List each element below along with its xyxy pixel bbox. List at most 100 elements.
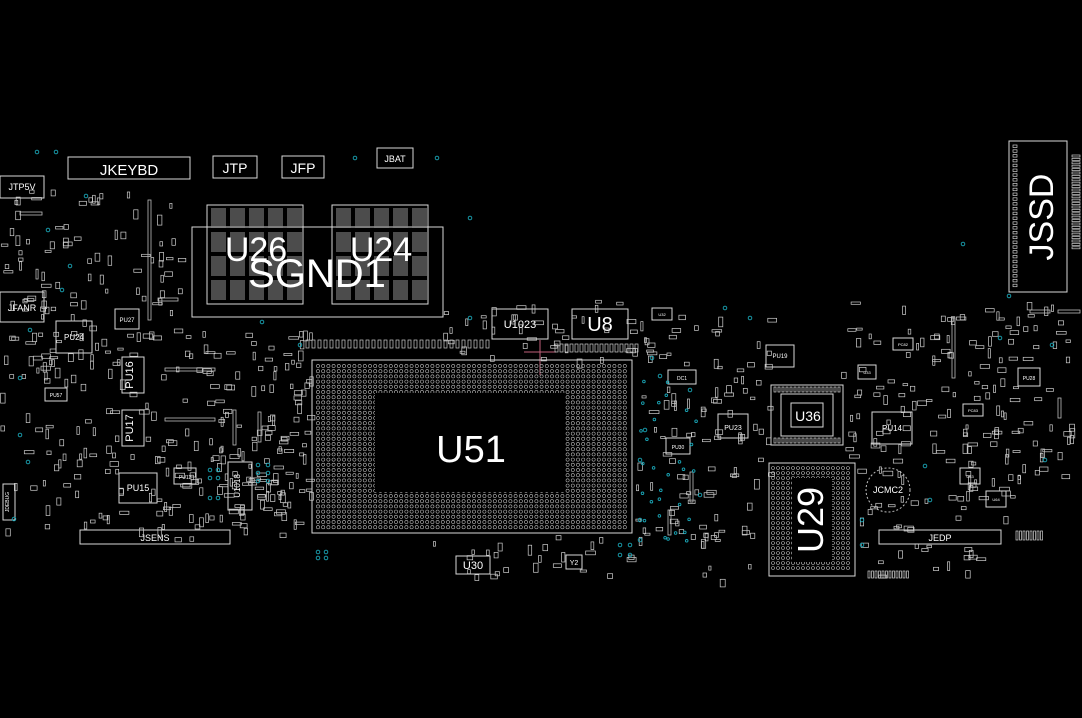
bga-ball [482,364,487,368]
resistor-pad [554,343,559,353]
memory-pad [336,208,351,228]
jdebug-connector[interactable] [2,483,16,521]
passive-part [854,394,862,399]
passive-part [226,384,235,391]
bga-ball [591,520,596,524]
bga-ball [565,426,570,431]
u29-ball [831,466,835,470]
bga-ball [482,509,487,514]
u29-ball [821,466,825,470]
u29-ball [781,556,785,560]
pu30-chip[interactable] [665,437,691,455]
pu27-chip[interactable] [114,308,140,330]
bga-ball [622,488,627,493]
passive-part [766,350,772,356]
passive-part [903,525,914,532]
bga-ball [409,379,414,384]
jsens-connector[interactable] [79,529,231,545]
u24-chip[interactable] [331,204,429,305]
dc1-part[interactable] [667,369,697,385]
passive-part [1058,320,1064,326]
bga-ball [347,468,352,472]
passive-part [979,364,990,369]
bga-ball [373,514,378,519]
bga-ball [529,364,534,368]
bga-ball [576,504,580,509]
passive-part [189,514,194,523]
u26-chip[interactable] [206,204,304,305]
bga-ball [394,499,398,504]
passive-part [907,527,915,533]
bga-ball [586,431,591,436]
bga-ball [607,390,612,394]
bga-ball [596,442,601,446]
bga-ball [560,525,565,530]
bga-ball [357,416,362,420]
u64-chip[interactable] [985,490,1007,508]
pc83-part[interactable] [962,403,984,417]
bga-ball [368,499,372,504]
passive-part [149,331,155,340]
bga-ball [404,509,409,514]
bga-ball [607,514,612,519]
u33-chip[interactable] [857,364,877,380]
bga-ball [602,504,606,509]
y2-crystal[interactable] [565,554,583,570]
passive-part [44,306,50,315]
passive-part [991,478,995,487]
u29-ball [781,511,785,515]
via [315,555,321,561]
bga-ball [321,447,326,452]
passive-part [267,425,276,431]
bga-ball [347,525,352,530]
passive-part [550,345,558,349]
jcmc2-connector[interactable] [865,467,911,513]
u1023-chip[interactable] [491,308,549,340]
bga-ball [336,431,341,436]
bga-ball [342,473,346,478]
pu28-chip[interactable] [1017,367,1041,387]
u29-chip[interactable] [768,462,856,577]
u51-cpu[interactable] [311,359,633,534]
pu17-chip[interactable] [121,409,145,447]
resistor-pad [311,339,316,349]
passive-part [152,302,163,306]
via [657,400,661,405]
u29-ball [781,541,785,545]
connector-pin [1015,530,1019,541]
jtp-connector[interactable] [212,155,258,179]
pu19-chip[interactable] [765,344,795,368]
passive-part [23,450,35,455]
bga-ball [326,442,331,446]
memory-pad [336,256,351,276]
passive-part [527,544,533,556]
bga-ball [362,509,367,514]
u29-ball [791,471,795,475]
jedp-connector[interactable] [878,529,1002,545]
via [747,315,753,321]
pu57-chip[interactable] [44,387,68,402]
bga-ball [316,374,320,379]
jssd-connector[interactable] [1008,140,1068,293]
pu16-chip[interactable] [121,356,145,394]
pu14-chip[interactable] [871,411,913,445]
bga-ball [326,369,331,374]
u36-pad [821,437,825,444]
passive-part [916,343,919,351]
via [666,473,670,477]
passive-part [9,374,15,379]
bga-ball [596,426,601,431]
bga-ball [362,369,367,374]
jfp-connector[interactable] [281,155,325,179]
passive-part [190,474,194,481]
jkeybd-connector[interactable] [67,156,191,180]
u32-chip[interactable] [651,307,673,321]
jbat-connector[interactable] [376,147,414,169]
bga-ball [331,395,336,400]
pc82-part[interactable] [892,337,914,351]
pu23-chip[interactable] [717,413,749,439]
bga-ball [612,400,617,405]
jtp5v-connector[interactable] [0,175,45,199]
u36-chip[interactable] [770,384,844,446]
bga-ball [399,520,404,524]
